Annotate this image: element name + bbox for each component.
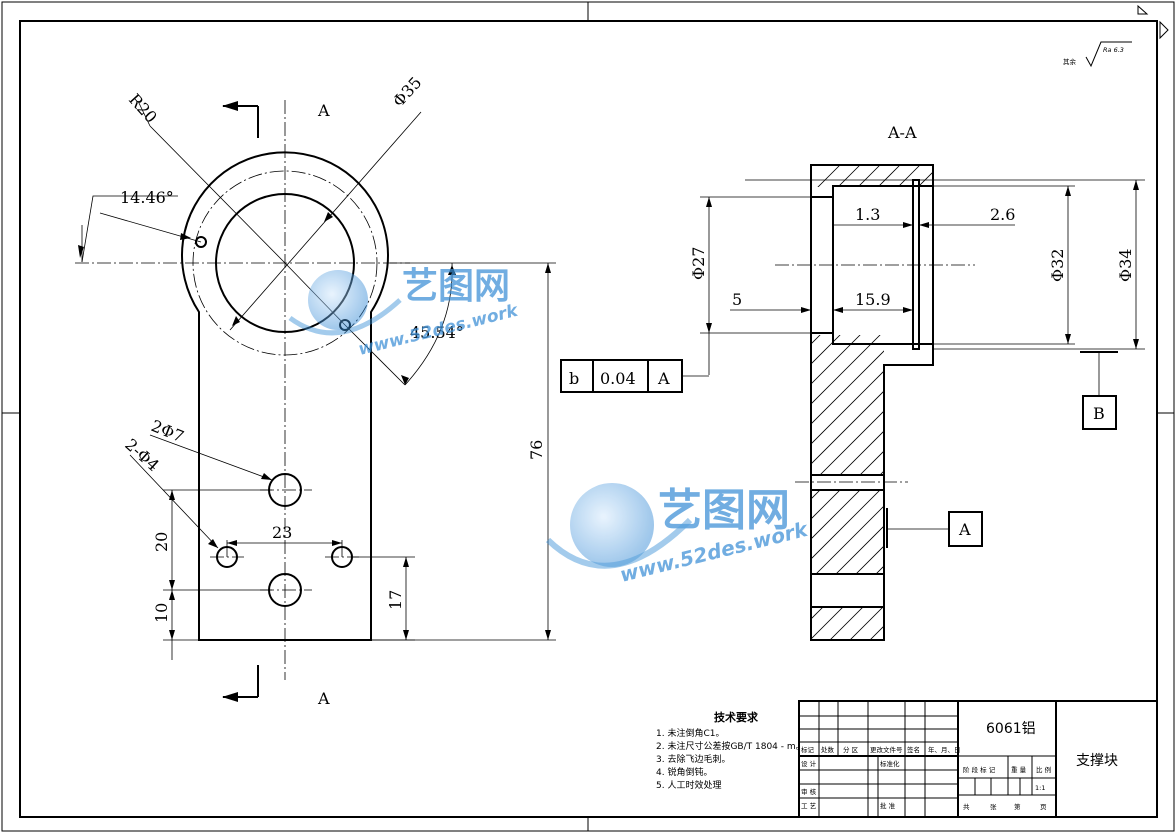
svg-text:3. 去除飞边毛刺。: 3. 去除飞边毛刺。 xyxy=(656,753,730,765)
svg-text:第: 第 xyxy=(1014,802,1021,811)
svg-text:比 例: 比 例 xyxy=(1036,765,1051,774)
section-view: A-A Φ27 xyxy=(560,123,1145,641)
material-label: 6061铝 xyxy=(986,721,1036,737)
part-outline xyxy=(181,151,389,641)
section-mark-bottom: A xyxy=(317,689,330,708)
svg-text:5: 5 xyxy=(732,290,742,309)
svg-text:阶 段 标 记: 阶 段 标 记 xyxy=(963,765,996,774)
svg-text:1. 未注倒角C1。: 1. 未注倒角C1。 xyxy=(656,727,724,739)
inner-border xyxy=(19,20,1158,818)
svg-text:1:1: 1:1 xyxy=(1035,784,1045,792)
svg-text:艺图网: 艺图网 xyxy=(402,266,510,307)
datum-b: B xyxy=(1080,351,1118,430)
svg-text:Φ32: Φ32 xyxy=(1048,249,1067,282)
svg-text:更改文件号: 更改文件号 xyxy=(870,745,903,754)
svg-text:Φ27: Φ27 xyxy=(689,247,708,280)
svg-text:23: 23 xyxy=(272,523,292,542)
hatch-web xyxy=(811,335,884,475)
svg-text:20: 20 xyxy=(152,532,171,552)
svg-text:5. 人工时效处理: 5. 人工时效处理 xyxy=(656,779,721,791)
section-mark-top: A xyxy=(317,101,330,120)
svg-text:14.46°: 14.46° xyxy=(120,188,174,207)
svg-text:Φ35: Φ35 xyxy=(389,73,426,111)
svg-text:处数: 处数 xyxy=(821,745,835,754)
svg-text:工 艺: 工 艺 xyxy=(801,802,817,810)
svg-text:签名: 签名 xyxy=(907,745,920,754)
svg-text:0.04: 0.04 xyxy=(600,369,636,388)
svg-text:页: 页 xyxy=(1040,803,1047,811)
svg-text:Φ34: Φ34 xyxy=(1116,249,1135,282)
svg-text:批 准: 批 准 xyxy=(880,801,896,810)
snap-ring-groove xyxy=(912,179,920,350)
svg-text:Ra 6.3: Ra 6.3 xyxy=(1103,46,1124,54)
watermark-bottom: 艺图网 www.52des.work xyxy=(545,483,811,587)
svg-text:设 计: 设 计 xyxy=(801,759,817,768)
surface-finish-note: 其余 Ra 6.3 xyxy=(1063,41,1132,68)
svg-text:共: 共 xyxy=(963,802,970,811)
svg-text:年、月、日: 年、月、日 xyxy=(928,745,961,754)
hatch-rib1 xyxy=(811,490,884,574)
svg-text:标准化: 标准化 xyxy=(880,759,900,768)
svg-text:4. 锐角倒钝。: 4. 锐角倒钝。 xyxy=(656,766,712,778)
svg-text:2.6: 2.6 xyxy=(990,205,1015,224)
svg-text:www.52des.work: www.52des.work xyxy=(356,300,521,359)
svg-text:张: 张 xyxy=(990,802,997,811)
section-outline xyxy=(810,164,934,641)
section-title: A-A xyxy=(887,123,917,142)
svg-text:重 量: 重 量 xyxy=(1011,766,1027,774)
svg-text:b: b xyxy=(569,369,579,388)
pitch-circle xyxy=(192,170,378,356)
small-hole-left xyxy=(195,236,207,248)
svg-text:2. 未注尺寸公差按GB/T 1804 - m。: 2. 未注尺寸公差按GB/T 1804 - m。 xyxy=(656,740,805,752)
tech-requirements: 技术要求 1. 未注倒角C1。 2. 未注尺寸公差按GB/T 1804 - m。… xyxy=(656,710,805,791)
part-name: 支撑块 xyxy=(1076,753,1118,769)
svg-text:76: 76 xyxy=(527,440,546,460)
svg-text:17: 17 xyxy=(386,590,405,610)
svg-text:其余: 其余 xyxy=(1063,57,1077,66)
svg-text:R20: R20 xyxy=(125,90,161,127)
title-block: 标记 处数 分 区 更改文件号 签名 年、月、日 设 计 标准化 审 核 工 艺… xyxy=(798,700,1158,818)
svg-text:15.9: 15.9 xyxy=(855,290,891,309)
svg-text:B: B xyxy=(1093,404,1105,423)
datum-a: A xyxy=(886,508,983,548)
tolerance-frame: b 0.04 A xyxy=(560,359,709,393)
svg-text:审 核: 审 核 xyxy=(801,787,817,796)
hatch-rib2 xyxy=(811,607,884,640)
watermark-top: 艺图网 www.52des.work xyxy=(288,266,521,360)
svg-text:45.54°: 45.54° xyxy=(410,323,464,342)
svg-text:技术要求: 技术要求 xyxy=(714,710,759,724)
svg-text:2-Φ4: 2-Φ4 xyxy=(121,435,163,475)
svg-text:艺图网: 艺图网 xyxy=(658,485,790,536)
front-view: R20 Φ35 14.46° 45.54° 2Φ7 2-Φ4 23 xyxy=(75,73,556,708)
svg-text:10: 10 xyxy=(152,603,171,623)
svg-text:1.3: 1.3 xyxy=(855,205,880,224)
svg-text:标记: 标记 xyxy=(801,745,815,754)
svg-text:A: A xyxy=(657,369,670,388)
svg-text:A: A xyxy=(958,520,971,539)
bore-circle xyxy=(215,193,355,333)
svg-text:分 区: 分 区 xyxy=(843,745,859,754)
